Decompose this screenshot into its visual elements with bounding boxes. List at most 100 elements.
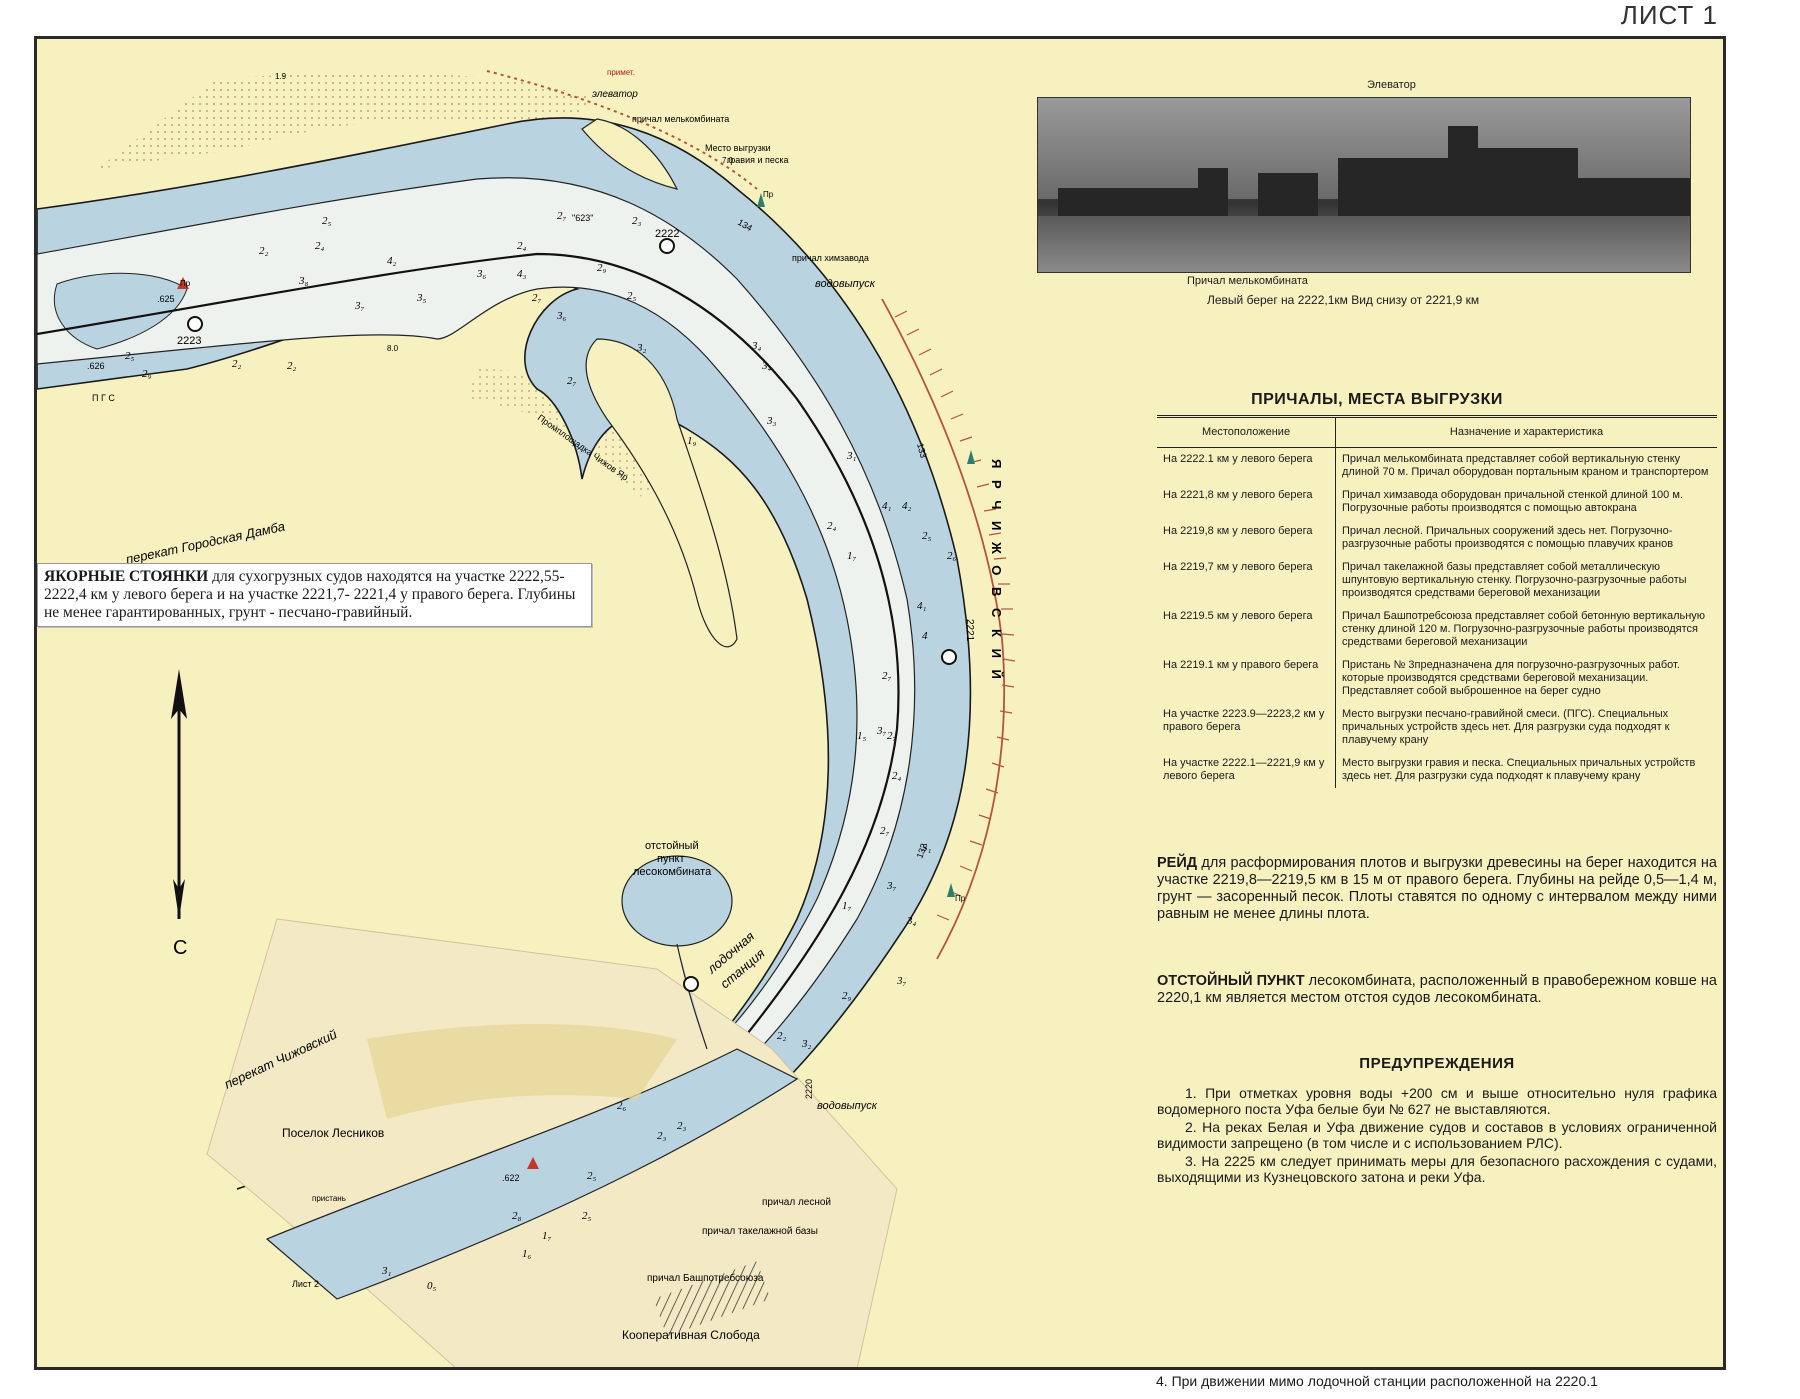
depth-sounding: 2₂	[232, 358, 242, 370]
sheet-label: ЛИСТ 1	[1620, 0, 1718, 30]
chart-frame: С примет. элеватор причал мелькомбината …	[34, 36, 1726, 1370]
depth-sounding: 4₁	[917, 600, 927, 612]
depth-sounding: 3₇	[354, 300, 365, 312]
depth-sounding: 2₆	[617, 1100, 627, 1112]
photo-caption-berth: Причал мелькомбината	[1187, 275, 1308, 287]
label-otstoyny-1: отстойный	[645, 840, 699, 852]
buoy-green	[757, 193, 765, 207]
label-km-2222: 2222	[655, 228, 679, 240]
sand-bank-upper	[97, 73, 597, 169]
berth-location: На участке 2223.9—2223,2 км у правого бе…	[1157, 703, 1336, 752]
label-sign-133: 133	[915, 442, 929, 459]
photo-caption-elevator: Элеватор	[1367, 79, 1416, 91]
depth-sounding: 3₅	[416, 292, 427, 304]
label-num-7-0: 7.0	[722, 156, 734, 165]
depth-sounding: 2₃	[632, 215, 642, 227]
berths-row: На участке 2223.9—2223,2 км у правого бе…	[1157, 703, 1717, 752]
km-marker-2221	[941, 649, 957, 665]
depth-sounding: 1₇	[542, 1230, 552, 1242]
label-km-2220: 2220	[804, 1079, 814, 1099]
label-yar: Я Р Ч И Ж О В С К И Й	[989, 459, 1004, 683]
berth-location: На участке 2222.1—2221,9 км у левого бер…	[1157, 752, 1336, 788]
label-num-8-0: 8.0	[387, 344, 399, 353]
label-pr-1: Пр	[180, 279, 191, 288]
anchorage-note: ЯКОРНЫЕ СТОЯНКИ для сухогрузных судов на…	[37, 563, 592, 627]
depth-sounding: 3₆	[556, 310, 567, 322]
depth-sounding: 3₆	[476, 268, 487, 280]
depth-sounding: 3₇	[896, 975, 907, 987]
depth-sounding: 3₃	[766, 415, 777, 427]
depth-sounding: 1₆	[522, 1248, 532, 1260]
warnings-title: ПРЕДУПРЕЖДЕНИЯ	[1359, 1055, 1515, 1072]
otstoyny-channel	[676, 943, 708, 1050]
warning-item: 1. При отметках уровня воды +200 см и вы…	[1157, 1085, 1717, 1117]
raid-text: для расформирования плотов и выгрузки др…	[1157, 855, 1717, 922]
depth-sounding: 1₉	[687, 435, 697, 447]
label-poselok: Поселок Лесников	[282, 1126, 384, 1140]
label-buoy-623: "623"	[572, 213, 593, 223]
depth-sounding: 2₂	[259, 245, 269, 257]
depth-sounding: 4₃	[517, 268, 527, 280]
depth-soundings: 2₄2₂3₈3₇3₅3₆2₄2₇2₉2₅3₄2₂2₅3₆4₂2₉3₁3₃2₇2₂…	[125, 210, 957, 1292]
berth-description: Причал химзавода оборудован причальной с…	[1342, 489, 1683, 514]
label-primet: примет.	[607, 68, 635, 77]
berth-location: На 2219.5 км у левого берега	[1157, 605, 1336, 654]
berth-description: Пристань № 3предназначена для погрузочно…	[1342, 659, 1680, 697]
depth-sounding: 2₂	[777, 1030, 787, 1042]
photo-subcaption: Левый берег на 2222,1км Вид снизу от 222…	[1207, 293, 1480, 307]
label-cooperative: Кооперативная Слобода	[622, 1328, 760, 1342]
inset-sand	[367, 1024, 677, 1119]
depth-sounding: 2₅	[627, 290, 637, 302]
inset-water	[265, 1048, 799, 1300]
km-scale	[881, 298, 1016, 960]
depth-sounding: 2₇	[880, 825, 890, 837]
depth-sounding: 2₆	[947, 550, 957, 562]
river-chart: С примет. элеватор причал мелькомбината …	[37, 68, 1016, 1367]
island-left	[53, 272, 188, 350]
depth-sounding: 1₅	[857, 730, 867, 742]
depth-sounding: 4₂	[902, 500, 912, 512]
berth-location: На 2221,8 км у левого берега	[1157, 484, 1336, 520]
otstoy-lead: ОТСТОЙНЫЙ ПУНКТ	[1157, 973, 1305, 989]
bottom-strip-note: 4. При движении мимо лодочной станции ра…	[1116, 1372, 1696, 1399]
km-marker-2223	[187, 316, 203, 332]
label-pgs: П Г С	[92, 393, 115, 403]
berth-location: На 2219.1 км у правого берега	[1157, 654, 1336, 703]
anchorage-note-text: для сухогрузных судов находятся на участ…	[44, 568, 576, 621]
warnings-list: 1. При отметках уровня воды +200 см и вы…	[1157, 1085, 1717, 1187]
berth-description: Место выгрузки песчано-гравийной смеси. …	[1342, 708, 1670, 746]
depth-sounding: 3₁	[381, 1265, 392, 1277]
berth-description: Причал мелькомбината представляет собой …	[1342, 453, 1709, 478]
land-peninsula	[585, 338, 738, 648]
label-perekat-gorodskaya: перекат Городская Дамба	[125, 519, 287, 567]
info-panel: Элеватор Причал мелькомбината Левый бере…	[1037, 55, 1717, 1365]
berth-location: На 2219,7 км у левого берега	[1157, 556, 1336, 605]
depth-sounding: 2₇	[567, 375, 577, 387]
depth-sounding: 2₅	[322, 215, 332, 227]
label-buoy-622: .622	[502, 1173, 520, 1183]
berth-description: Причал Башпотребсоюза представляет собой…	[1342, 610, 1706, 648]
label-vodovynusk-1: водовыпуск	[815, 278, 876, 290]
raid-lead: РЕЙД	[1157, 855, 1198, 871]
depth-sounding: 3₄	[751, 340, 762, 352]
depth-sounding: 2₇	[532, 292, 542, 304]
land-spit	[581, 118, 679, 190]
label-pr-2: Пр	[763, 190, 774, 199]
shore-photo	[1037, 97, 1691, 273]
depth-sounding: 3₄	[761, 360, 772, 372]
depth-sounding: 2₄	[517, 240, 527, 252]
depth-sounding: 2₇	[882, 670, 892, 682]
berths-table: Местоположение Назначение и характеристи…	[1157, 415, 1717, 788]
buoy-green-3	[947, 883, 955, 897]
label-prichal-lesnoy: причал лесной	[762, 1197, 831, 1208]
label-pr-3: Пр	[955, 894, 966, 903]
label-buoy-625: .625	[157, 294, 175, 304]
label-km-2223: 2223	[177, 335, 201, 347]
berth-location: На 2222.1 км у левого берега	[1157, 447, 1336, 484]
sailing-line	[37, 252, 900, 1060]
warning-item: 2. На реках Белая и Уфа движение судов и…	[1157, 1119, 1717, 1151]
